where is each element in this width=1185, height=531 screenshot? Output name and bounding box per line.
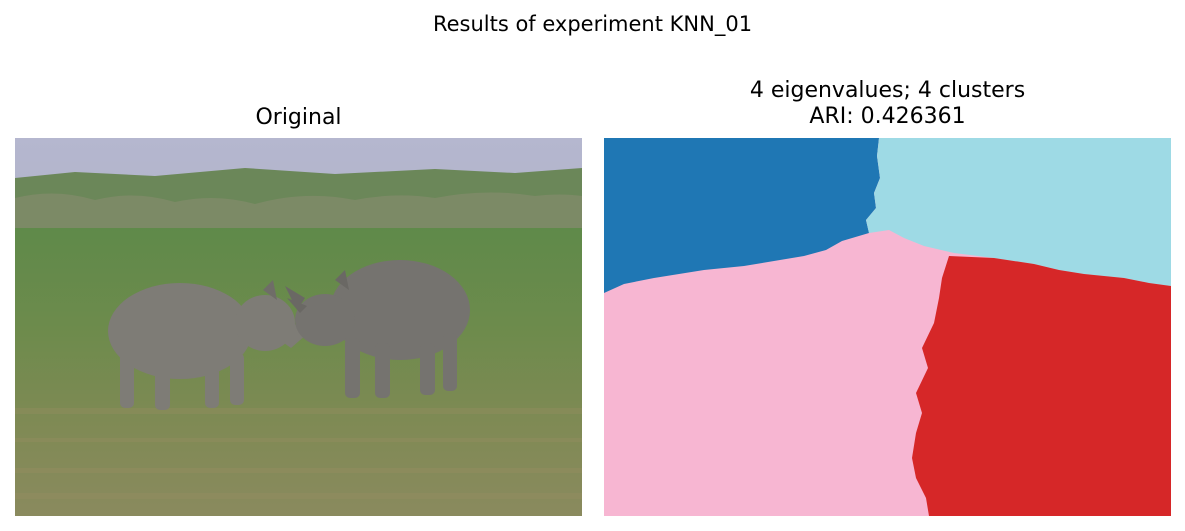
rhino-photo-illustration [15, 138, 582, 516]
rhino-left [108, 280, 307, 410]
figure-suptitle: Results of experiment KNN_01 [432, 12, 753, 36]
cluster-map [604, 138, 1171, 516]
segmentation-panel-title: 4 eigenvalues; 4 clusters ARI: 0.426361 [604, 78, 1171, 130]
grass-texture [15, 408, 582, 499]
segmentation-title-line1: 4 eigenvalues; 4 clusters [749, 78, 1026, 103]
shrubs [15, 192, 582, 238]
cluster-region-light-blue [866, 138, 1171, 286]
original-panel-title: Original [255, 105, 342, 130]
original-photo [15, 138, 582, 516]
cluster-region-blue [604, 138, 880, 293]
segmentation-title-line2: ARI: 0.426361 [809, 104, 966, 129]
grass-field [15, 228, 582, 516]
rhino-right [285, 260, 470, 398]
cluster-region-red [912, 256, 1171, 516]
segmentation-map [604, 138, 1171, 516]
